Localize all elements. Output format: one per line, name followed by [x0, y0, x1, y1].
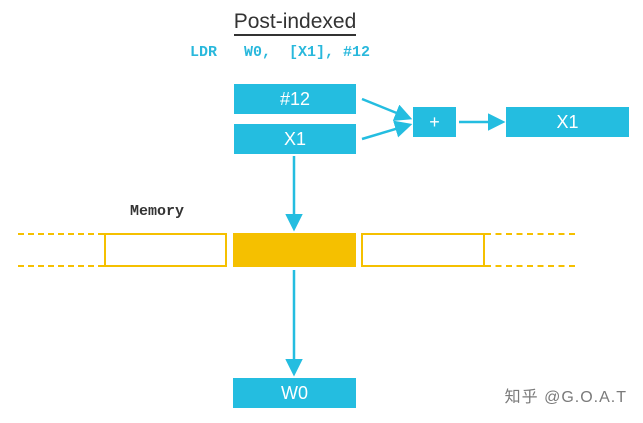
base-register-box: X1 [234, 124, 356, 154]
memory-dashed-edge-right-bottom [485, 265, 575, 267]
memory-label: Memory [130, 203, 185, 220]
arrow-immediate-to-adder [361, 97, 413, 121]
immediate-box: #12 [234, 84, 356, 114]
result-register-box: X1 [506, 107, 629, 137]
title-text: Post-indexed [233, 10, 357, 36]
watermark: 知乎 @G.O.A.T [504, 389, 627, 406]
arrow-base-to-adder [361, 120, 413, 141]
destination-register-box: W0 [233, 378, 356, 408]
memory-dashed-edge-right-top [485, 233, 575, 235]
memory-dashed-edge-left-bottom [18, 265, 104, 267]
instruction-text: LDR W0, [X1], #12 [190, 44, 371, 61]
memory-dashed-edge-left-top [18, 233, 104, 235]
memory-cell-left [104, 233, 227, 267]
memory-cell-right [361, 233, 485, 267]
diagram-title: Post-indexed [0, 10, 590, 36]
memory-cell-addressed [233, 233, 356, 267]
adder-box: + [413, 107, 456, 137]
